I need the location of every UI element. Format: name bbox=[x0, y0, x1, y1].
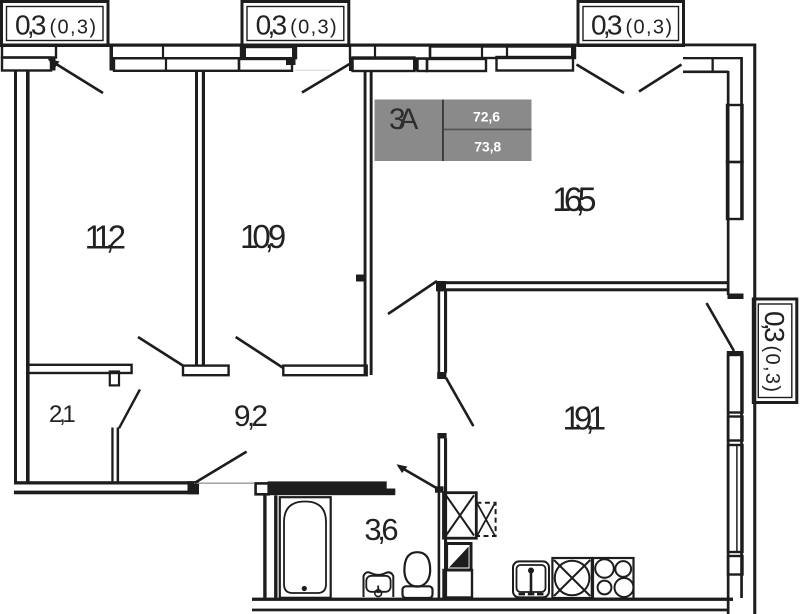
svg-text:0,3: 0,3 bbox=[759, 311, 790, 343]
svg-text:(0,3): (0,3) bbox=[761, 346, 783, 393]
svg-text:72,6: 72,6 bbox=[473, 108, 500, 124]
svg-text:73,8: 73,8 bbox=[474, 139, 501, 155]
svg-text:11,2: 11,2 bbox=[85, 219, 126, 256]
svg-text:10,9: 10,9 bbox=[240, 218, 286, 255]
svg-text:16,5: 16,5 bbox=[552, 181, 596, 219]
svg-text:9,2: 9,2 bbox=[234, 400, 268, 433]
svg-text:0,3: 0,3 bbox=[256, 9, 288, 40]
svg-text:3A: 3A bbox=[389, 103, 418, 136]
svg-text:19,1: 19,1 bbox=[563, 400, 607, 437]
svg-text:2,1: 2,1 bbox=[49, 401, 76, 428]
svg-text:(0,3): (0,3) bbox=[626, 17, 673, 39]
svg-text:(0,3): (0,3) bbox=[50, 17, 97, 39]
svg-text:3,6: 3,6 bbox=[364, 512, 398, 547]
svg-text:(0,3): (0,3) bbox=[290, 17, 337, 39]
svg-text:0,3: 0,3 bbox=[15, 9, 47, 40]
svg-text:0,3: 0,3 bbox=[591, 9, 623, 40]
